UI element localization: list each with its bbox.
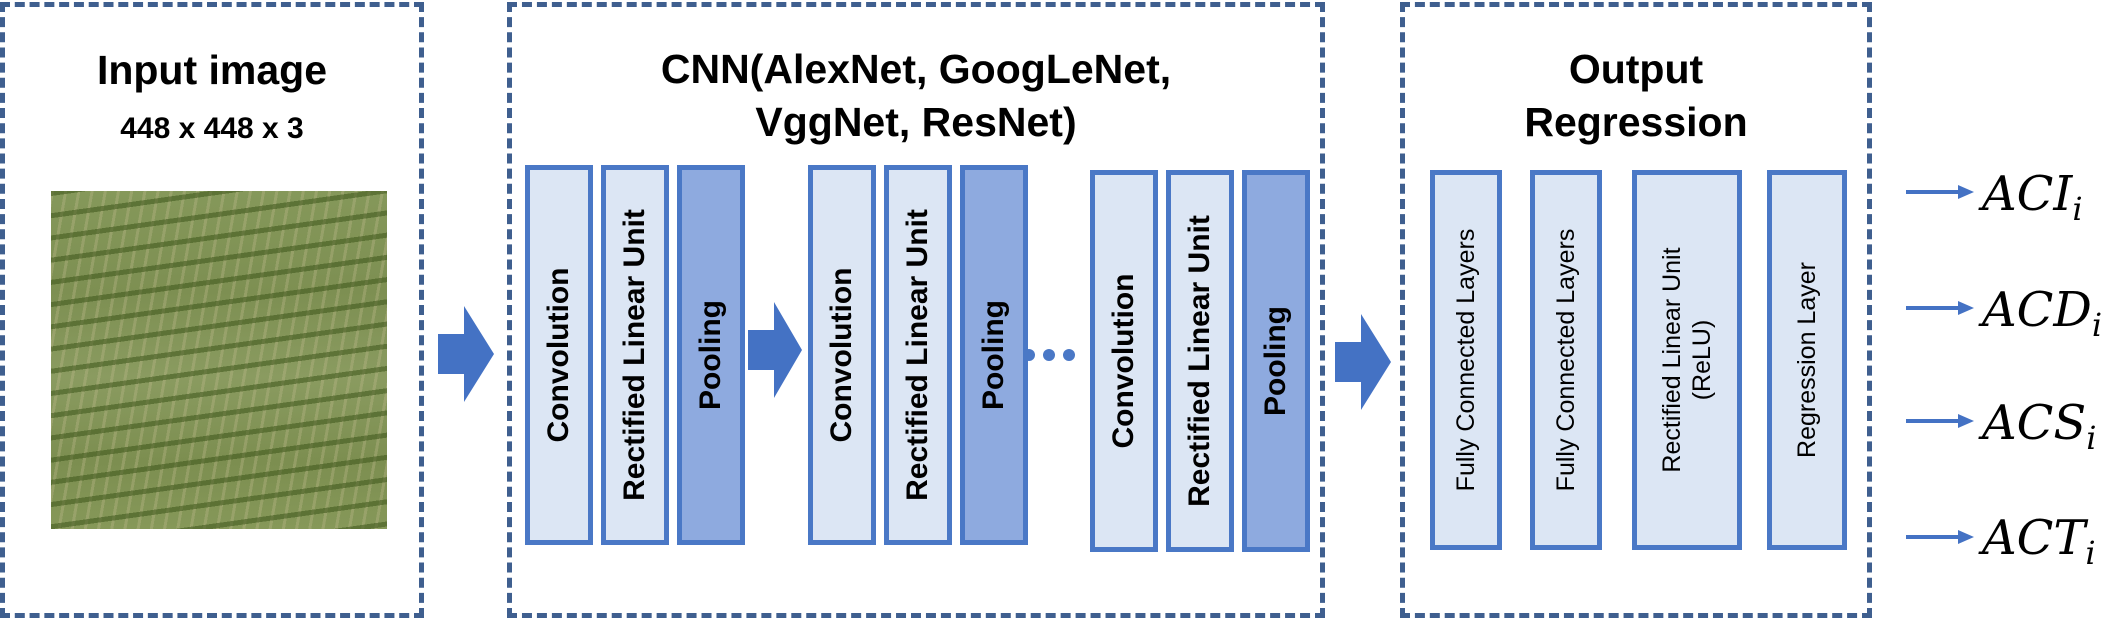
cnn-block1-pooling: Pooling [677,165,745,545]
output-subscript: i [2085,534,2096,572]
layer-label: Rectified Linear Unit [1183,215,1216,507]
output-acd: ACDi [1982,282,2102,353]
dot [1023,349,1035,361]
input-panel-dimensions: 448 x 448 x 3 [120,112,304,145]
cnn-panel-title-line1: CNN(AlexNet, GoogLeNet, [660,46,1172,92]
output-panel-title-line2: Regression [1524,99,1748,145]
flow-arrow-2 [748,302,802,398]
cnn-block1-convolution: Convolution [525,165,593,545]
cnn-panel: CNN(AlexNet, GoogLeNet, VggNet, ResNet) [507,2,1325,618]
layer-label: Rectified Linear Unit (ReLU) [1658,247,1716,473]
crop-field-image [51,191,387,529]
ellipsis-dots [1023,340,1083,370]
layer-label: Regression Layer [1793,262,1821,458]
cnn-block3-convolution: Convolution [1090,170,1158,552]
flow-arrow-1 [438,306,494,402]
layer-label: Convolution [542,267,575,443]
cnn-block2-pooling: Pooling [960,165,1028,545]
output-base: ACS [1982,395,2087,451]
output-arrow-2 [1906,301,1974,315]
output-base: ACT [1982,510,2086,566]
output-arrow-4 [1906,530,1974,544]
output-base: ACI [1982,166,2073,222]
output-act: ACTi [1982,510,2096,581]
output-aci: ACIi [1982,166,2083,237]
output-subscript: i [2072,190,2083,228]
cnn-block2-convolution: Convolution [808,165,876,545]
input-image-panel: Input image 448 x 448 x 3 [0,2,424,618]
output-regression-layer: Regression Layer [1767,170,1847,550]
output-acs: ACSi [1982,395,2097,466]
cnn-panel-title-line2: VggNet, ResNet) [755,99,1077,145]
layer-label: Fully Connected Layers [1552,228,1580,492]
output-arrow-1 [1906,185,1974,199]
layer-label: Rectified Linear Unit [618,209,651,501]
dot [1043,349,1055,361]
layer-label: Convolution [1107,273,1140,449]
output-panel-title-line1: Output [1568,46,1704,92]
output-subscript: i [2086,419,2097,457]
cnn-block2-relu: Rectified Linear Unit [884,165,952,545]
output-fully-connected-2: Fully Connected Layers [1530,170,1602,550]
output-fully-connected-1: Fully Connected Layers [1430,170,1502,550]
layer-label: Pooling [694,300,727,410]
layer-label: Pooling [977,300,1010,410]
output-base: ACD [1982,282,2092,338]
layer-label: Convolution [825,267,858,443]
output-relu: Rectified Linear Unit (ReLU) [1632,170,1742,550]
layer-label: Pooling [1259,306,1292,416]
flow-arrow-3 [1335,314,1391,410]
cnn-block3-relu: Rectified Linear Unit [1166,170,1234,552]
dot [1063,349,1075,361]
output-regression-panel: Output Regression [1400,2,1872,618]
output-subscript: i [2091,306,2103,344]
input-panel-title: Input image [96,47,328,93]
layer-label: Rectified Linear Unit [901,209,934,501]
layer-label: Fully Connected Layers [1452,228,1480,492]
cnn-block3-pooling: Pooling [1242,170,1310,552]
output-arrow-3 [1906,414,1974,428]
cnn-block1-relu: Rectified Linear Unit [601,165,669,545]
